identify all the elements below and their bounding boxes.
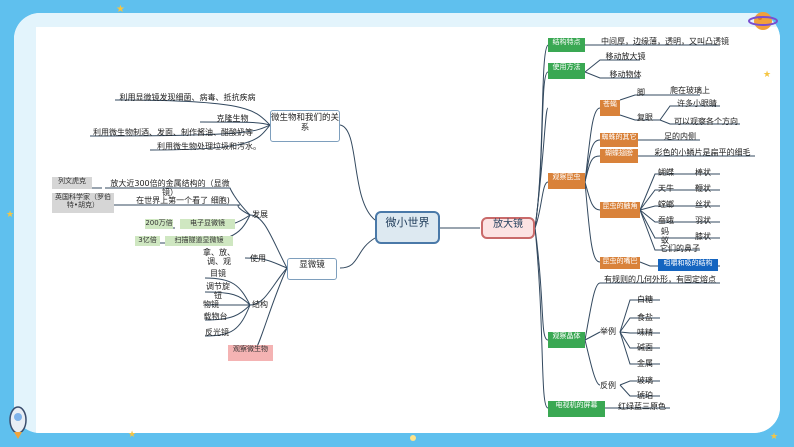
crystal-definition: 有规则的几何外形，有固定熔点 bbox=[604, 275, 716, 284]
mouth-text: 咀嚼和吸的结构 bbox=[658, 259, 718, 271]
antenna-note: 它们的鼻子 bbox=[660, 244, 700, 253]
microscope-node: 显微镜 bbox=[287, 258, 337, 280]
examples-label: 举例 bbox=[600, 327, 616, 336]
antenna-name-1: 天牛 bbox=[658, 184, 674, 193]
usage-move-object: 移动物体 bbox=[609, 70, 642, 79]
rocket-icon bbox=[9, 406, 27, 439]
star-icon: ★ bbox=[116, 4, 125, 15]
part-objective: 物镜 bbox=[203, 300, 219, 309]
dev-who-2: 200万倍 bbox=[145, 219, 173, 229]
insects-tag: 观察昆虫 bbox=[548, 173, 585, 189]
relation-leaf-waste: 利用微生物处理垃圾和污水。 bbox=[157, 142, 261, 151]
antenna-name-2: 螳螂 bbox=[658, 200, 674, 209]
example-msg: 味精 bbox=[637, 328, 653, 337]
use-label: 使用 bbox=[250, 254, 266, 263]
fly-tag: 苍蝇 bbox=[600, 100, 620, 116]
usage-tag: 使用方法 bbox=[548, 63, 585, 79]
antenna-shape-1: 鞭状 bbox=[695, 184, 711, 193]
butterfly-tag: 蝴蝶翅膀 bbox=[600, 149, 638, 163]
relation-node: 微生物和我们的关系 bbox=[270, 110, 340, 142]
dev-what-3: 扫描隧道显微镜 bbox=[165, 236, 233, 246]
star-icon: ★ bbox=[128, 430, 137, 440]
fly-leg-text: 爬在玻璃上 bbox=[670, 86, 710, 95]
fly-eye-directions: 可以观察各个方向 bbox=[674, 117, 738, 126]
star-icon: ★ bbox=[770, 432, 779, 442]
example-metal: 金属 bbox=[637, 359, 653, 368]
part-knob: 调节旋钮 bbox=[206, 282, 230, 300]
magnifier-node: 放大镜 bbox=[481, 217, 535, 239]
dev-who-1: 英国科学家（罗伯特•胡克） bbox=[52, 193, 114, 213]
relation-leaf-discovery: 利用显微镜发现细菌、病毒、抵抗疾病 bbox=[119, 93, 256, 102]
fly-leg: 脚 bbox=[637, 88, 645, 97]
star-icon: ★ bbox=[763, 70, 772, 80]
antenna-shape-3: 羽状 bbox=[695, 216, 711, 225]
part-eyepiece: 目镜 bbox=[210, 269, 226, 278]
part-stage: 载物台 bbox=[203, 312, 228, 321]
planet-icon bbox=[748, 12, 778, 30]
screen-tag: 电视机的屏幕 bbox=[548, 401, 605, 417]
structure-tag: 结构特点 bbox=[548, 38, 585, 52]
example-salt: 食盐 bbox=[637, 313, 653, 322]
use-text: 拿、放、调、观 bbox=[203, 248, 235, 266]
mouth-tag: 昆虫的嘴巴 bbox=[600, 257, 640, 269]
usage-move-glass: 移动放大镜 bbox=[605, 52, 646, 61]
structure-label: 结构 bbox=[252, 300, 268, 309]
fly-eye-many: 许多小眼睛 bbox=[677, 99, 717, 108]
antenna-tag: 昆虫的触角 bbox=[600, 202, 640, 218]
fly-compound-eye: 复眼 bbox=[637, 113, 653, 122]
development-label: 发展 bbox=[252, 210, 268, 219]
counter-amber: 琥珀 bbox=[637, 391, 653, 400]
antenna-shape-4: 膝状 bbox=[695, 232, 711, 241]
screen-text: 红绿蓝三原色 bbox=[618, 402, 666, 411]
spider-tag: 蜘蛛的其它 bbox=[600, 133, 638, 147]
antenna-shape-0: 棒状 bbox=[695, 168, 711, 177]
antenna-name-4: 蚂蚁 bbox=[661, 227, 669, 245]
relation-leaf-clone: 克隆生物 bbox=[216, 114, 249, 123]
dot-icon bbox=[410, 435, 416, 441]
part-mirror: 反光镜 bbox=[205, 328, 229, 337]
antenna-name-0: 蝴蝶 bbox=[658, 168, 674, 177]
counter-label: 反例 bbox=[600, 381, 616, 390]
crystal-tag: 观察晶体 bbox=[548, 332, 585, 348]
example-sugar: 白糖 bbox=[637, 295, 653, 304]
counter-glass: 玻璃 bbox=[637, 376, 653, 385]
antenna-shape-2: 丝状 bbox=[695, 200, 711, 209]
butterfly-text: 彩色的小鳞片是扁平的细毛 bbox=[654, 148, 751, 157]
dev-who-0: 列文虎克 bbox=[52, 177, 92, 189]
dev-what-2: 电子显微镜 bbox=[180, 219, 235, 229]
observe-microbes: 观察微生物 bbox=[228, 345, 273, 361]
dev-what-1: 在世界上第一个看了 细胞) bbox=[136, 196, 230, 205]
antenna-name-3: 蚕蛾 bbox=[658, 216, 674, 225]
dev-who-3: 3亿倍 bbox=[135, 236, 160, 246]
relation-leaf-food: 利用微生物制酒、发面、制作酱油、醋酸奶等 bbox=[93, 128, 253, 137]
spider-text: 足的内侧 bbox=[664, 132, 696, 141]
dev-what-0: 放大近300倍的金属结构的（显微镜） bbox=[110, 179, 230, 197]
example-soda: 碱面 bbox=[637, 343, 653, 352]
star-icon: ★ bbox=[6, 210, 15, 220]
center-node: 微小世界 bbox=[375, 211, 440, 244]
structure-text: 中间厚，边缘薄，透明，又叫凸透镜 bbox=[601, 37, 729, 46]
